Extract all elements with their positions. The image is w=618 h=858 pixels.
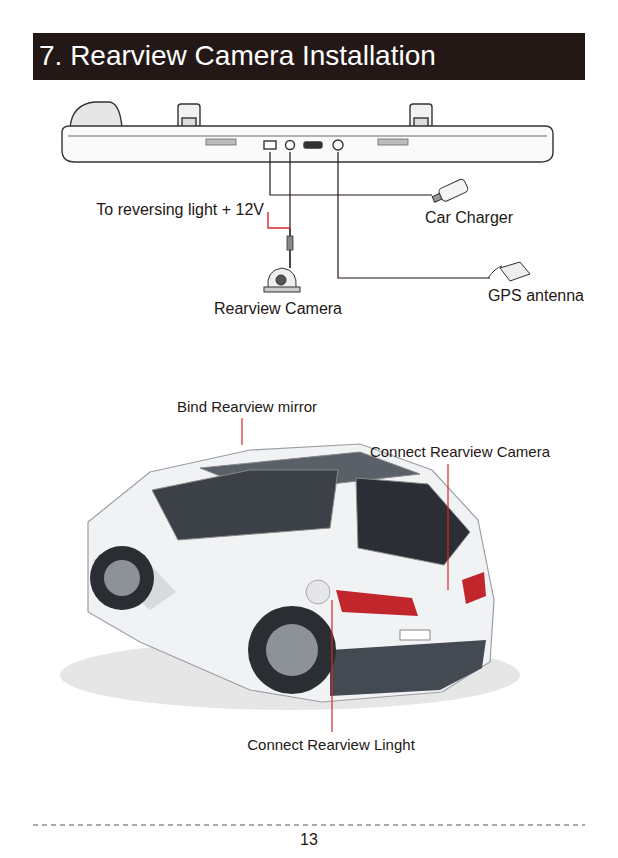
rear-window xyxy=(356,478,470,565)
mirror-body xyxy=(62,126,553,162)
gps-port xyxy=(333,140,343,150)
front-rim xyxy=(104,560,140,596)
speaker-grille xyxy=(206,139,236,145)
callout-label: Rearview Camera xyxy=(214,299,342,318)
rear-bumper xyxy=(330,640,486,696)
fuel-cap xyxy=(306,580,330,604)
card-slot xyxy=(304,142,322,148)
gps-box xyxy=(500,262,530,281)
callout-label: Connect Rearview Linght xyxy=(247,736,415,754)
mirror-edge xyxy=(68,135,547,136)
charger-icon xyxy=(430,178,469,206)
av-port xyxy=(286,141,295,150)
footer-rule xyxy=(33,825,585,826)
power-wire xyxy=(268,212,290,228)
side-window xyxy=(152,470,338,540)
speaker-grille xyxy=(378,139,408,145)
leader-line xyxy=(241,418,242,445)
charger-wire xyxy=(270,152,432,195)
tail-light xyxy=(336,590,418,616)
lens-dome xyxy=(70,102,122,128)
camera-icon xyxy=(264,268,300,292)
page-number: 13 xyxy=(300,830,318,849)
car-body xyxy=(88,444,494,702)
rear-rim xyxy=(266,624,318,676)
camera-lens xyxy=(276,275,286,285)
rear-wheel xyxy=(248,606,336,694)
callout-label: GPS antenna xyxy=(488,286,584,305)
camera-body xyxy=(268,268,296,288)
callout-label: Connect Rearview Camera xyxy=(370,443,550,461)
gps-icon xyxy=(488,262,530,281)
callout-label: Car Charger xyxy=(425,208,513,227)
usb-port xyxy=(264,141,276,149)
camera-base xyxy=(264,287,300,292)
car-illustration xyxy=(60,444,520,710)
leader-line xyxy=(331,600,332,732)
leader-line xyxy=(447,464,448,590)
mirror-device xyxy=(62,102,553,162)
title-bar: 7. Rearview Camera Installation xyxy=(33,33,585,80)
callout-label: To reversing light + 12V xyxy=(96,200,264,219)
callout-label: Bind Rearview mirror xyxy=(177,398,317,416)
front-wheel xyxy=(90,546,154,610)
plate xyxy=(400,630,430,640)
charger-body xyxy=(438,178,469,203)
cable-connector xyxy=(287,236,293,250)
leader-lines xyxy=(242,418,448,732)
tail-light xyxy=(462,572,486,604)
camera-wire xyxy=(289,152,290,228)
title: 7. Rearview Camera Installation xyxy=(39,40,436,72)
